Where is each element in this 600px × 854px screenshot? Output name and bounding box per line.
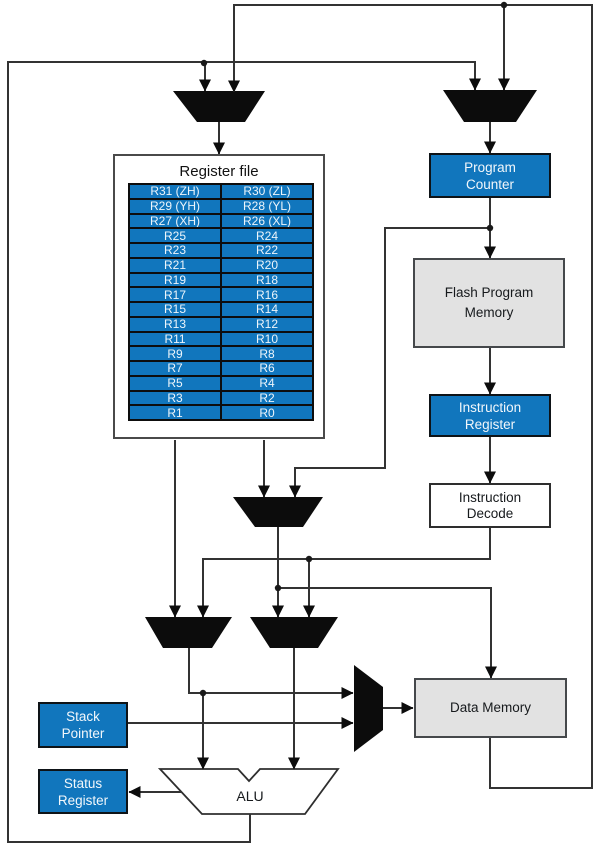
register-cell: R9 bbox=[130, 347, 220, 360]
status-register-block: Status Register bbox=[38, 769, 128, 814]
instruction-decode-label: Instruction Decode bbox=[458, 489, 522, 521]
mux-alu-right bbox=[250, 617, 338, 648]
register-cell: R4 bbox=[222, 376, 312, 390]
wires bbox=[7, 4, 593, 843]
register-cell: R27 (XH) bbox=[130, 214, 220, 228]
register-cell: R3 bbox=[130, 391, 220, 405]
register-cell: R12 bbox=[222, 317, 312, 331]
instruction-decode-block: Instruction Decode bbox=[429, 483, 551, 528]
mux-operand bbox=[233, 497, 323, 527]
register-cell: R17 bbox=[130, 288, 220, 301]
register-cell: R29 (YH) bbox=[130, 199, 220, 213]
register-cell: R10 bbox=[222, 332, 312, 346]
register-cell: R2 bbox=[222, 391, 312, 405]
register-cell: R30 (ZL) bbox=[222, 185, 312, 198]
register-cell: R16 bbox=[222, 288, 312, 301]
register-cell: R1 bbox=[130, 406, 220, 419]
wire-id-to-alu-left-mux bbox=[197, 528, 491, 618]
data-memory-label: Data Memory bbox=[449, 700, 532, 715]
register-cell: R24 bbox=[222, 229, 312, 242]
data-memory-block: Data Memory bbox=[414, 678, 567, 738]
register-cell: R14 bbox=[222, 303, 312, 316]
register-cell: R25 bbox=[130, 229, 220, 242]
register-cell: R18 bbox=[222, 273, 312, 287]
register-cell: R26 (XL) bbox=[222, 214, 312, 228]
program-counter-label: Program Counter bbox=[464, 159, 516, 192]
mux-register-file bbox=[173, 91, 265, 122]
register-cell: R20 bbox=[222, 258, 312, 272]
instruction-register-label: Instruction Register bbox=[458, 399, 522, 432]
register-cell: R28 (YL) bbox=[222, 199, 312, 213]
flash-program-memory-label: Flash Program Memory bbox=[444, 285, 534, 320]
register-cell: R22 bbox=[222, 244, 312, 257]
program-counter-block: Program Counter bbox=[429, 153, 551, 198]
register-cell: R7 bbox=[130, 362, 220, 375]
register-cell: R13 bbox=[130, 317, 220, 331]
mux-data-memory bbox=[354, 665, 383, 752]
register-cell: R11 bbox=[130, 332, 220, 346]
register-cell: R31 (ZH) bbox=[130, 185, 220, 198]
wire-operand-branch-to-datamemory bbox=[278, 587, 497, 679]
alu-label: ALU bbox=[236, 788, 264, 804]
register-cell: R0 bbox=[222, 406, 312, 419]
instruction-register-block: Instruction Register bbox=[429, 394, 551, 437]
wire-alu-writeback-loop bbox=[7, 61, 481, 843]
register-file-block: Register file R31 (ZH)R30 (ZL)R29 (YH)R2… bbox=[113, 154, 325, 439]
mux-program-counter bbox=[443, 90, 537, 122]
register-cell: R5 bbox=[130, 376, 220, 390]
register-cell: R6 bbox=[222, 362, 312, 375]
stack-pointer-label: Stack Pointer bbox=[61, 709, 105, 741]
register-cell: R19 bbox=[130, 273, 220, 287]
wire-datamemory-feedback-loop bbox=[228, 4, 593, 789]
register-file-title: Register file bbox=[179, 163, 259, 180]
mux-alu-left bbox=[145, 617, 232, 648]
flash-program-memory-block: Flash Program Memory bbox=[413, 258, 565, 348]
wire-alu-left-mux-output bbox=[188, 648, 354, 699]
register-cell: R23 bbox=[130, 244, 220, 257]
register-table: R31 (ZH)R30 (ZL)R29 (YH)R28 (YL)R27 (XH)… bbox=[128, 183, 314, 421]
stack-pointer-block: Stack Pointer bbox=[38, 702, 128, 748]
wire-pc-branch-to-operand-mux bbox=[289, 227, 490, 498]
register-cell: R21 bbox=[130, 258, 220, 272]
register-cell: R15 bbox=[130, 303, 220, 316]
register-cell: R8 bbox=[222, 347, 312, 360]
junction-dots bbox=[199, 1, 508, 697]
status-register-label: Status Register bbox=[57, 775, 109, 808]
